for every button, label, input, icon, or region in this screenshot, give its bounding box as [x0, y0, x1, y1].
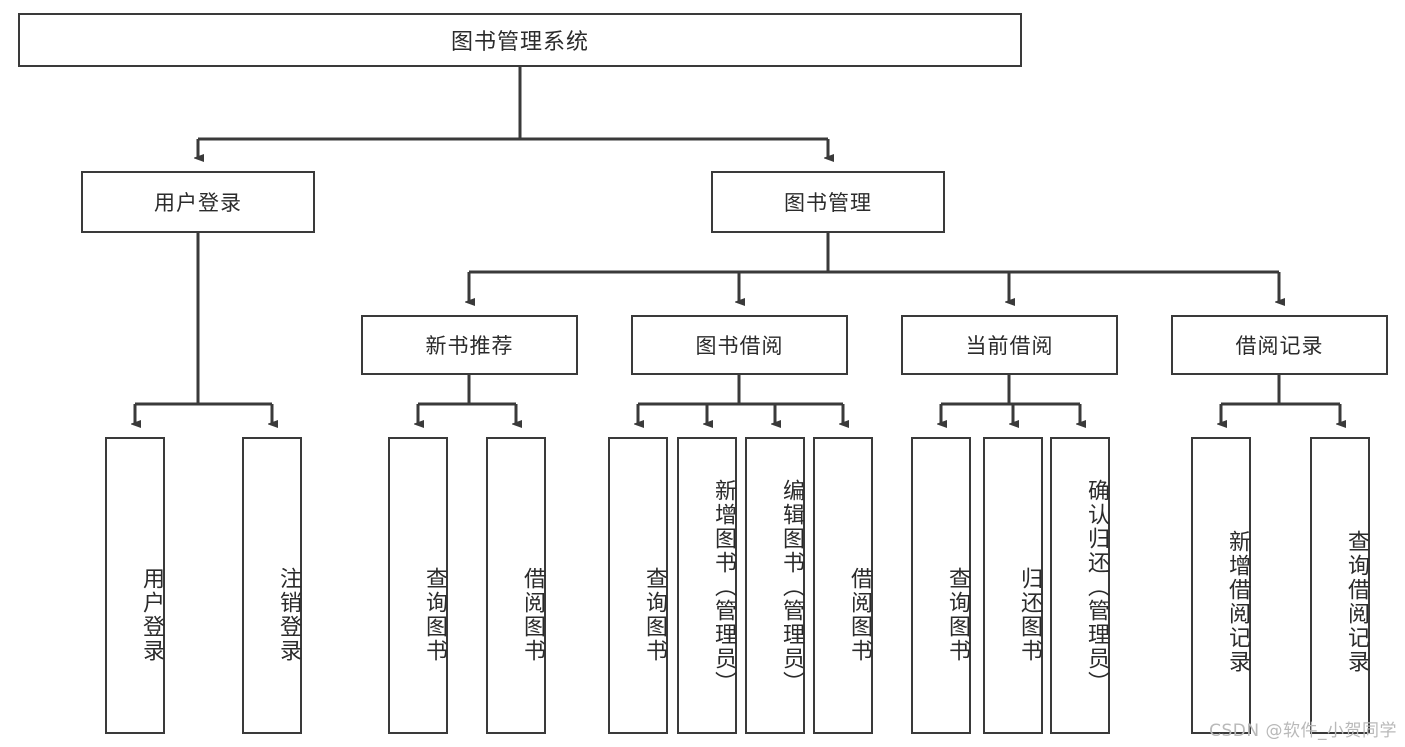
- leaf-query-book-borrow-label: 查询图书: [642, 566, 667, 663]
- node-borrow-record[interactable]: 借阅记录: [1171, 315, 1388, 375]
- leaf-add-borrow-record-label: 新增借阅记录: [1225, 529, 1250, 674]
- node-user-login-label: 用户登录: [154, 191, 242, 215]
- leaf-borrow-book-rec[interactable]: 借阅图书: [486, 437, 546, 734]
- leaf-query-book-rec-label: 查询图书: [422, 566, 447, 663]
- leaf-add-book-admin-label: 新增图书（管理员）: [711, 478, 736, 695]
- leaf-query-borrow-record[interactable]: 查询借阅记录: [1310, 437, 1370, 734]
- node-borrow-record-label: 借阅记录: [1235, 334, 1324, 358]
- node-new-book-rec[interactable]: 新书推荐: [361, 315, 578, 375]
- leaf-add-book-admin[interactable]: 新增图书（管理员）: [677, 437, 737, 734]
- node-book-borrow[interactable]: 图书借阅: [631, 315, 848, 375]
- node-user-login[interactable]: 用户登录: [81, 171, 315, 233]
- node-current-borrow[interactable]: 当前借阅: [901, 315, 1118, 375]
- leaf-user-login-label: 用户登录: [139, 566, 164, 663]
- leaf-borrow-book[interactable]: 借阅图书: [813, 437, 873, 734]
- leaf-confirm-return-admin-label: 确认归还（管理员）: [1084, 478, 1109, 695]
- csdn-watermark: CSDN @软件_小贺同学: [1209, 721, 1397, 741]
- leaf-query-book-current[interactable]: 查询图书: [911, 437, 971, 734]
- leaf-query-book-current-label: 查询图书: [945, 566, 970, 663]
- leaf-query-book-borrow[interactable]: 查询图书: [608, 437, 668, 734]
- leaf-confirm-return-admin[interactable]: 确认归还（管理员）: [1050, 437, 1110, 734]
- leaf-add-borrow-record[interactable]: 新增借阅记录: [1191, 437, 1251, 734]
- node-root-label: 图书管理系统: [450, 30, 589, 55]
- node-current-borrow-label: 当前借阅: [965, 334, 1054, 358]
- leaf-edit-book-admin[interactable]: 编辑图书（管理员）: [745, 437, 805, 734]
- leaf-user-logout-label: 注销登录: [276, 566, 301, 663]
- leaf-return-book-label: 归还图书: [1017, 566, 1042, 663]
- leaf-borrow-book-rec-label: 借阅图书: [520, 566, 545, 663]
- leaf-user-login[interactable]: 用户登录: [105, 437, 165, 734]
- leaf-return-book[interactable]: 归还图书: [983, 437, 1043, 734]
- node-book-manage[interactable]: 图书管理: [711, 171, 945, 233]
- leaf-user-logout[interactable]: 注销登录: [242, 437, 302, 734]
- leaf-edit-book-admin-label: 编辑图书（管理员）: [779, 478, 804, 695]
- leaf-query-book-rec[interactable]: 查询图书: [388, 437, 448, 734]
- node-book-borrow-label: 图书借阅: [695, 334, 784, 358]
- leaf-query-borrow-record-label: 查询借阅记录: [1344, 529, 1369, 674]
- leaf-borrow-book-label: 借阅图书: [847, 566, 872, 663]
- node-book-manage-label: 图书管理: [784, 191, 872, 215]
- node-new-book-rec-label: 新书推荐: [425, 334, 514, 358]
- node-root[interactable]: 图书管理系统: [18, 13, 1022, 67]
